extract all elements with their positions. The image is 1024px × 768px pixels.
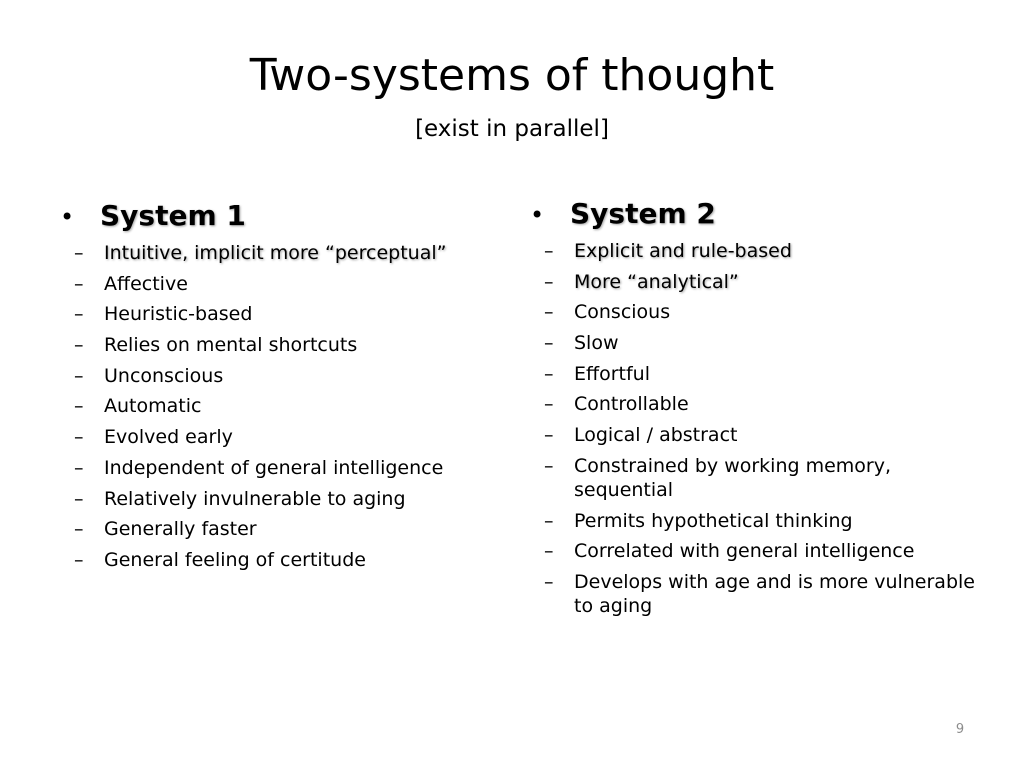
list-item-text: Slow (574, 332, 619, 355)
dash-icon: – (544, 301, 554, 324)
dash-icon: – (74, 548, 84, 571)
system1-list: –Intuitive, implicit more “perceptual” –… (60, 241, 500, 572)
dash-icon: – (74, 303, 84, 326)
list-item-text: Automatic (104, 395, 202, 418)
list-item: –Generally faster (60, 517, 500, 541)
dash-icon: – (544, 332, 554, 355)
list-item: –Permits hypothetical thinking (530, 509, 990, 533)
list-item: –Unconscious (60, 364, 500, 388)
dash-icon: – (74, 364, 84, 387)
system2-list: –Explicit and rule-based –More “analytic… (530, 239, 990, 618)
list-item-text: Independent of general intelligence (104, 456, 444, 479)
list-item-text: Controllable (574, 393, 689, 416)
dash-icon: – (74, 272, 84, 295)
dash-icon: – (544, 240, 554, 262)
page-number: 9 (955, 722, 965, 737)
dash-icon: – (74, 456, 84, 479)
list-item: –Relies on mental shortcuts (60, 333, 500, 357)
list-item-text: Relatively invulnerable to aging (104, 487, 406, 510)
list-item: –Intuitive, implicit more “perceptual” (60, 241, 500, 265)
list-item: –Explicit and rule-based (530, 239, 990, 263)
bullet-icon: • (60, 203, 75, 231)
list-item: –Develops with age and is more vulnerabl… (530, 570, 990, 618)
dash-icon: – (74, 518, 84, 541)
bullet-icon: • (530, 201, 545, 229)
list-item-text: Develops with age and is more vulnerable… (574, 570, 975, 617)
list-item: –Evolved early (60, 425, 500, 449)
dash-icon: – (544, 393, 554, 416)
dash-icon: – (544, 362, 554, 385)
system1-heading-row: • System 1 (60, 196, 500, 237)
dash-icon: – (74, 395, 84, 418)
list-item: –Conscious (530, 300, 990, 324)
system1-heading: System 1 (100, 199, 246, 232)
list-item-text: Correlated with general intelligence (574, 540, 915, 563)
system2-heading: System 2 (570, 197, 716, 230)
list-item: –Independent of general intelligence (60, 456, 500, 480)
list-item: –Effortful (530, 362, 990, 386)
dash-icon: – (544, 424, 554, 447)
dash-icon: – (544, 270, 554, 293)
list-item: –Affective (60, 272, 500, 296)
list-item-text: Conscious (574, 301, 671, 324)
dash-icon: – (74, 334, 84, 357)
list-item: –Relatively invulnerable to aging (60, 487, 500, 511)
list-item: –Constrained by working memory, sequenti… (530, 454, 990, 502)
list-item: –Controllable (530, 392, 990, 416)
list-item-text: Affective (104, 272, 188, 295)
list-item-text: Permits hypothetical thinking (574, 509, 853, 532)
dash-icon: – (74, 426, 84, 449)
list-item: –Slow (530, 331, 990, 355)
dash-icon: – (544, 570, 554, 593)
dash-icon: – (544, 540, 554, 563)
list-item-text: General feeling of certitude (104, 548, 366, 571)
dash-icon: – (74, 242, 84, 264)
list-item: –General feeling of certitude (60, 548, 500, 572)
system2-heading-row: • System 2 (530, 194, 990, 235)
system1-column: • System 1 –Intuitive, implicit more “pe… (60, 196, 500, 579)
list-item-text: Explicit and rule-based (574, 240, 792, 262)
list-item-text: Generally faster (104, 518, 257, 541)
list-item-text: Relies on mental shortcuts (104, 334, 358, 357)
dash-icon: – (544, 454, 554, 477)
system2-column: • System 2 –Explicit and rule-based –Mor… (530, 194, 990, 625)
list-item: –Heuristic-based (60, 302, 500, 326)
list-item-text: More “analytical” (574, 270, 739, 293)
list-item: –More “analytical” (530, 270, 990, 294)
dash-icon: – (544, 509, 554, 532)
list-item: –Correlated with general intelligence (530, 539, 990, 563)
slide-subtitle: [exist in parallel] (415, 116, 609, 142)
list-item-text: Unconscious (104, 364, 224, 387)
list-item-text: Heuristic-based (104, 303, 253, 326)
list-item-text: Intuitive, implicit more “perceptual” (104, 242, 447, 264)
list-item-text: Effortful (574, 362, 650, 385)
slide-title: Two-systems of thought (249, 50, 775, 101)
list-item-text: Evolved early (104, 426, 233, 449)
list-item: –Logical / abstract (530, 423, 990, 447)
list-item: –Automatic (60, 394, 500, 418)
list-item-text: Logical / abstract (574, 424, 738, 447)
list-item-text: Constrained by working memory, sequentia… (574, 454, 892, 501)
dash-icon: – (74, 487, 84, 510)
